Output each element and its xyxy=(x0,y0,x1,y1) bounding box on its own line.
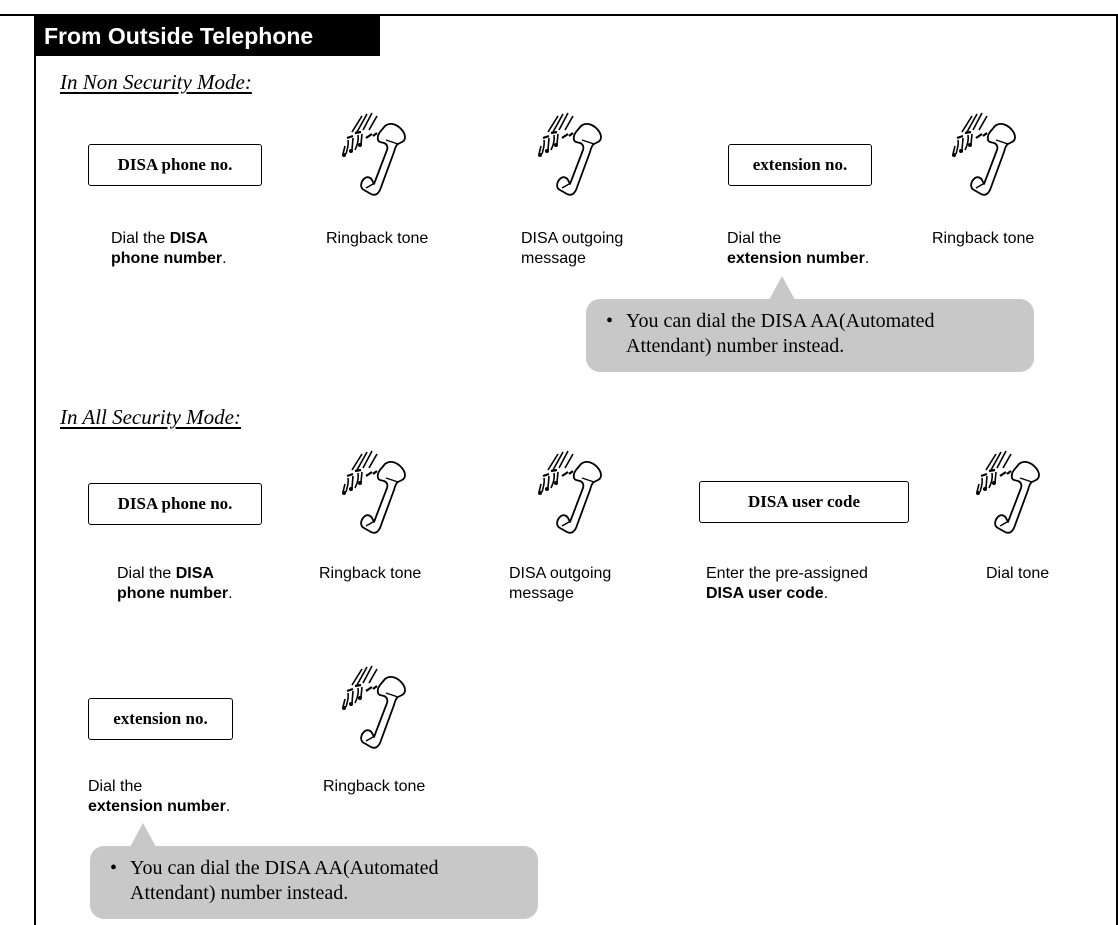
frame-right-rule xyxy=(1116,14,1118,925)
ringing-handset-icon xyxy=(340,449,407,534)
disa-phone-no-key: DISA phone no. xyxy=(88,144,262,186)
non-security-mode-title: In Non Security Mode: xyxy=(60,70,252,94)
ringing-handset-icon xyxy=(340,111,407,196)
frame-top-rule xyxy=(0,14,1118,16)
ringback-tone-caption: Ringback tone xyxy=(323,778,426,795)
disa-user-code-key: DISA user code xyxy=(699,481,909,523)
dial-disa-caption: Dial the DISA phone number. xyxy=(111,230,227,267)
note-callout: • You can dial the DISA AA(Automated Att… xyxy=(586,299,1034,372)
dial-tone-caption: Dial tone xyxy=(986,565,1050,582)
ringing-handset-icon xyxy=(974,449,1041,534)
ringback-tone-caption: Ringback tone xyxy=(319,565,422,582)
extension-no-key: extension no. xyxy=(88,698,233,740)
section-header: From Outside Telephone xyxy=(34,16,380,56)
all-security-mode-title: In All Security Mode: xyxy=(60,405,241,429)
ringing-handset-icon xyxy=(950,111,1017,196)
ringing-handset-icon xyxy=(536,449,603,534)
note-pointer xyxy=(769,276,795,300)
enter-disa-user-code-caption: Enter the pre-assigned DISA user code. xyxy=(706,565,868,602)
disa-phone-no-key: DISA phone no. xyxy=(88,483,262,525)
dial-disa-caption: Dial the DISA phone number. xyxy=(117,565,233,602)
ringback-tone-caption: Ringback tone xyxy=(932,230,1035,247)
ringback-tone-caption: Ringback tone xyxy=(326,230,429,247)
frame-left-rule xyxy=(34,14,36,925)
note-pointer xyxy=(130,823,156,847)
extension-no-key: extension no. xyxy=(728,144,872,186)
ringing-handset-icon xyxy=(536,111,603,196)
dial-extension-caption: Dial the extension number. xyxy=(88,778,231,815)
dial-extension-caption: Dial the extension number. xyxy=(727,230,870,267)
ringing-handset-icon xyxy=(340,664,407,749)
note-callout: • You can dial the DISA AA(Automated Att… xyxy=(90,846,538,919)
